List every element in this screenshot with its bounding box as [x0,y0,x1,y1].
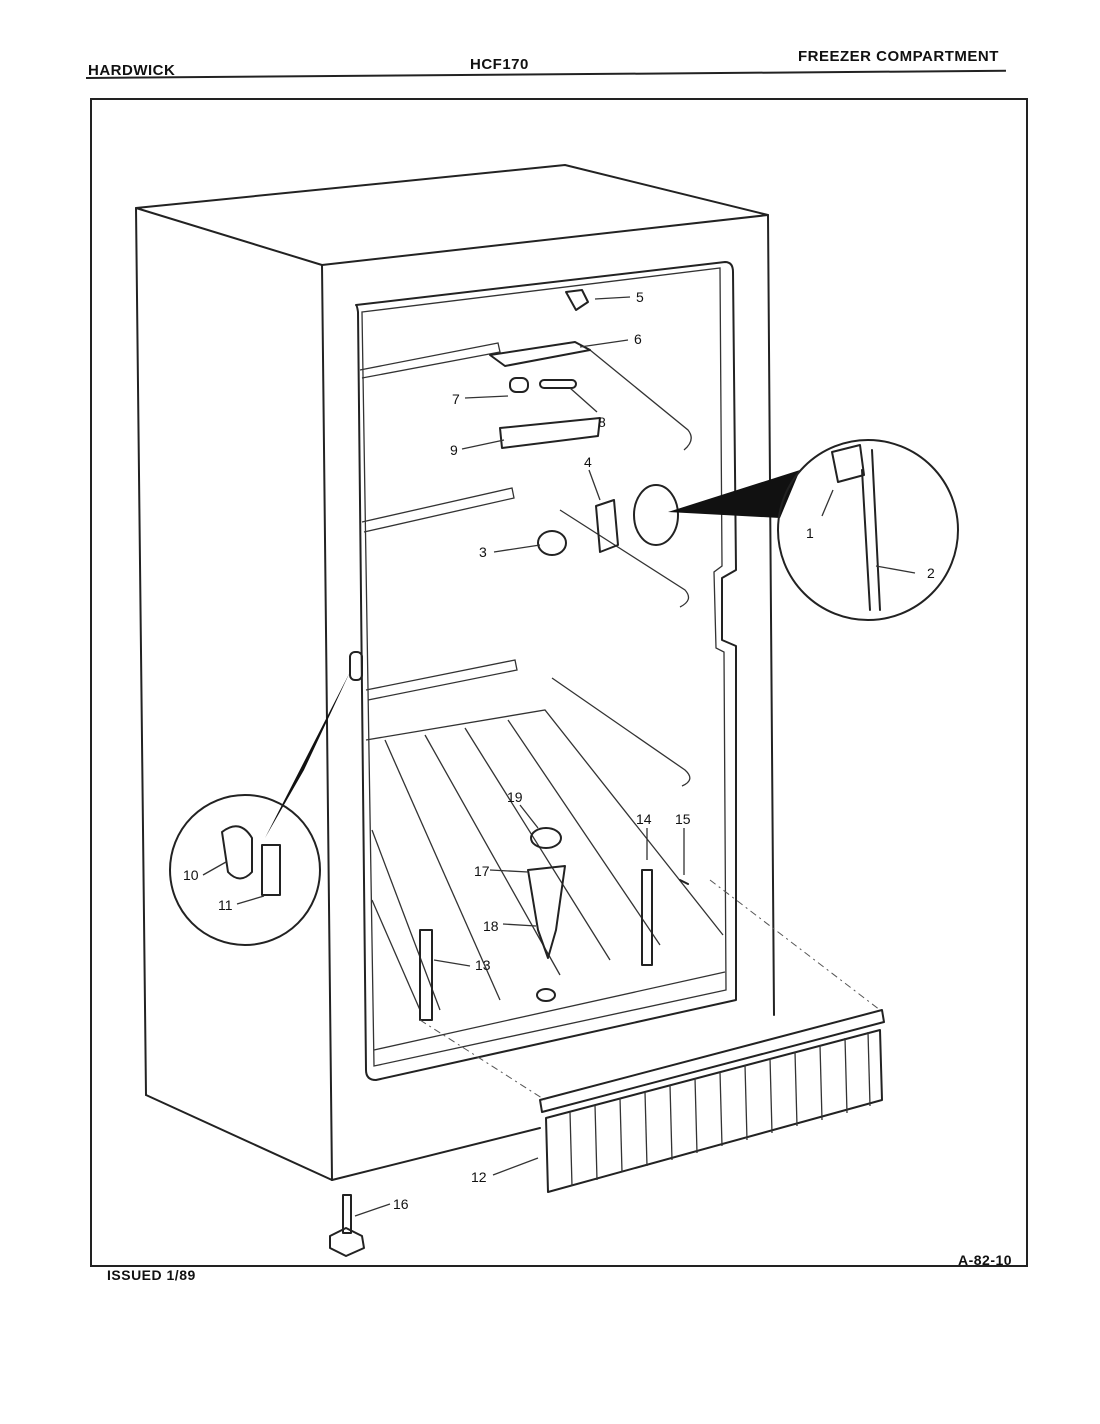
section-title: FREEZER COMPARTMENT [798,48,999,65]
callout-19: 19 [507,789,523,805]
callout-10: 10 [183,867,199,883]
brand-label: HARDWICK [88,62,176,79]
diagram-frame [90,98,1028,1267]
kickplate-grille [539,1009,885,1193]
callout-5: 5 [636,289,644,305]
light-shield-part [499,417,601,449]
switch-part [539,379,577,389]
callout-15: 15 [675,811,691,827]
drain-cap-part [530,827,562,849]
leveling-leg [329,1194,365,1257]
callout-6: 6 [634,331,642,347]
callout-18: 18 [483,918,499,934]
drain-hole [536,988,556,1002]
callout-4: 4 [584,454,592,470]
detail-door-stop [169,672,350,946]
drawing-number: A-82-10 [958,1252,1013,1268]
callout-labels: 1 2 3 4 5 6 7 8 9 10 11 12 13 14 15 16 1… [183,289,935,1217]
callout-9: 9 [450,442,458,458]
thermostat-opening [633,484,679,546]
issued-date: ISSUED 1/89 [107,1267,196,1283]
light-bracket-part [489,341,591,367]
model-number: HCF170 [470,56,529,73]
callout-14: 14 [636,811,652,827]
callout-17: 17 [474,863,490,879]
callout-3: 3 [479,544,487,560]
bulb-part [509,377,529,393]
shelf-support-right-part [641,869,653,966]
callout-13: 13 [475,957,491,973]
shelf-support-left-part [419,929,433,1021]
callout-1: 1 [806,525,814,541]
thermostat-knob-part [537,530,567,556]
light-socket-part [565,289,589,311]
callout-7: 7 [452,391,460,407]
screw-part [679,879,689,885]
door-stop-slot [349,651,363,681]
detail-thermostat-wiring [668,439,959,621]
drain-trough-part [527,865,566,959]
callout-16: 16 [393,1196,409,1212]
thermostat-plate-part [595,499,619,553]
callout-12: 12 [471,1169,487,1185]
callout-11: 11 [218,897,233,913]
components [419,289,689,1021]
cabinet-body [135,164,775,1181]
callout-8: 8 [598,414,606,430]
callout-2: 2 [927,565,935,581]
